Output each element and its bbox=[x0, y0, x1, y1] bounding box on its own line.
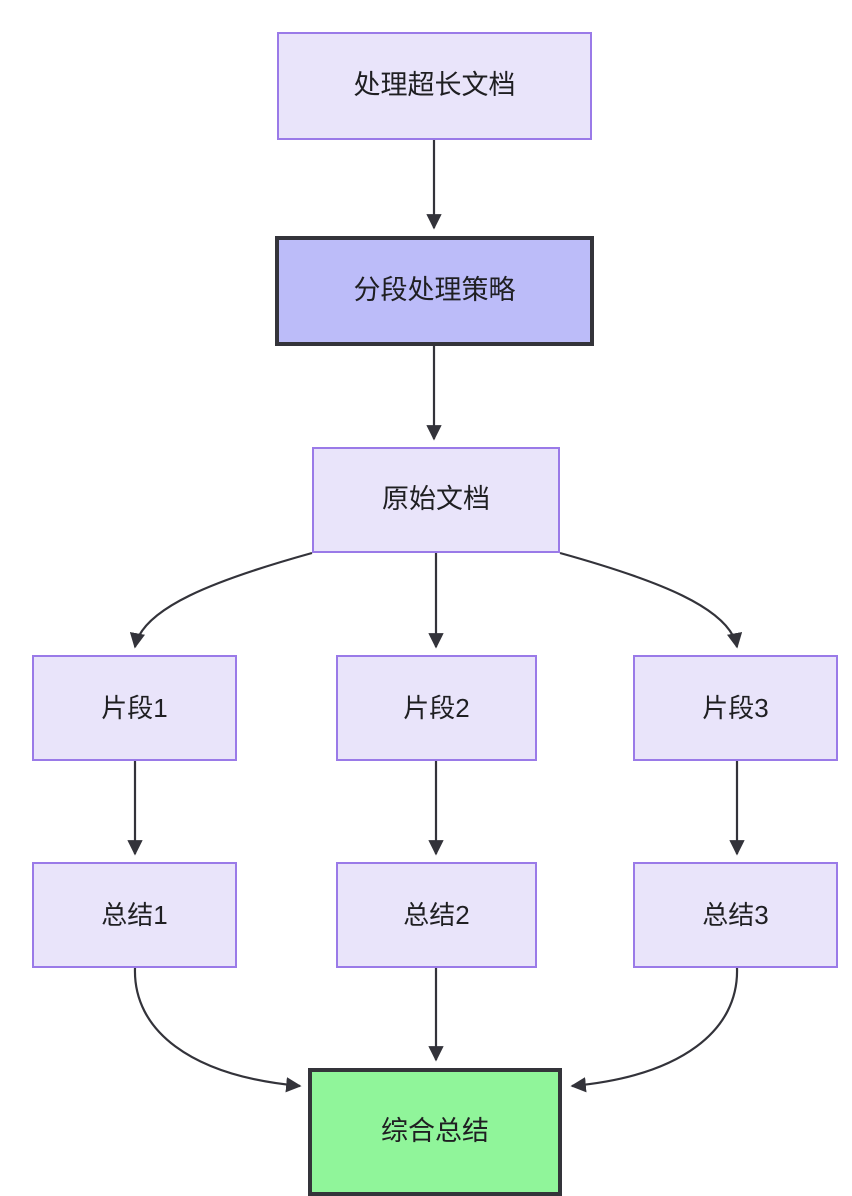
node-label: 总结2 bbox=[403, 899, 470, 930]
node-fragment-2[interactable]: 片段2 bbox=[336, 655, 537, 761]
node-label: 总结3 bbox=[702, 899, 769, 930]
node-original-document[interactable]: 原始文档 bbox=[312, 447, 560, 553]
node-label: 综合总结 bbox=[381, 1116, 489, 1147]
node-label: 片段2 bbox=[403, 692, 470, 723]
edge-n3-n4 bbox=[129, 551, 313, 649]
node-summary-3[interactable]: 总结3 bbox=[633, 862, 838, 968]
node-summary-2[interactable]: 总结2 bbox=[336, 862, 537, 968]
node-comprehensive-summary[interactable]: 综合总结 bbox=[308, 1068, 562, 1196]
node-fragment-1[interactable]: 片段1 bbox=[32, 655, 237, 761]
node-label: 分段处理策略 bbox=[353, 275, 516, 306]
node-label: 处理超长文档 bbox=[353, 70, 516, 101]
node-label: 总结1 bbox=[101, 899, 168, 930]
node-chunking-strategy[interactable]: 分段处理策略 bbox=[275, 236, 594, 346]
node-fragment-3[interactable]: 片段3 bbox=[633, 655, 838, 761]
node-process-long-document[interactable]: 处理超长文档 bbox=[277, 32, 592, 140]
node-summary-1[interactable]: 总结1 bbox=[32, 862, 237, 968]
node-label: 片段1 bbox=[101, 692, 168, 723]
node-label: 片段3 bbox=[702, 692, 769, 723]
edge-n9-n10 bbox=[570, 967, 739, 1093]
edge-n3-n6 bbox=[559, 551, 743, 649]
node-label: 原始文档 bbox=[382, 484, 490, 515]
edge-n7-n10 bbox=[133, 967, 302, 1093]
